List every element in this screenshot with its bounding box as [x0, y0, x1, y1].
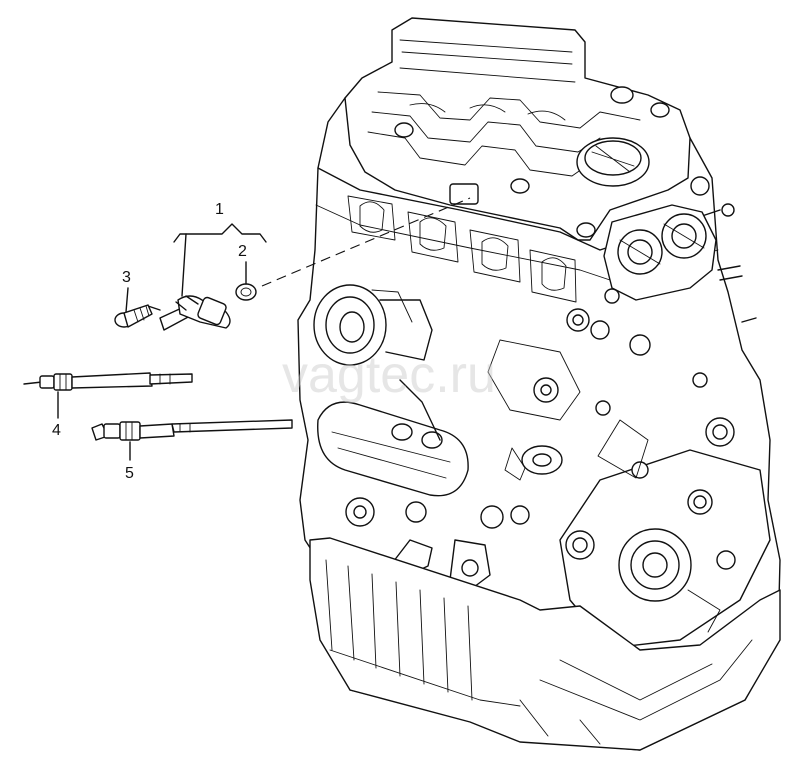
- callout-1-leader: [181, 233, 187, 297]
- callout-3-number: 3: [122, 269, 131, 286]
- part-4-glow-plug: [23, 372, 193, 391]
- callout-3-leader: [125, 287, 129, 313]
- callout-1-bracket: [173, 223, 267, 243]
- callout-5-number: 5: [125, 465, 134, 482]
- callout-4-number: 4: [52, 422, 61, 439]
- part-5-glow-plug: [91, 419, 293, 441]
- watermark-text: vagtec.ru: [282, 346, 496, 404]
- engine-block-drawing: [297, 17, 781, 751]
- part-2-o-ring: [235, 283, 257, 301]
- callout-2-number: 2: [238, 243, 247, 260]
- assembly-leader-line: [261, 197, 471, 287]
- callout-1-number: 1: [215, 201, 224, 218]
- part-3-bolt: [114, 304, 153, 328]
- part-1-sensor: [147, 295, 231, 331]
